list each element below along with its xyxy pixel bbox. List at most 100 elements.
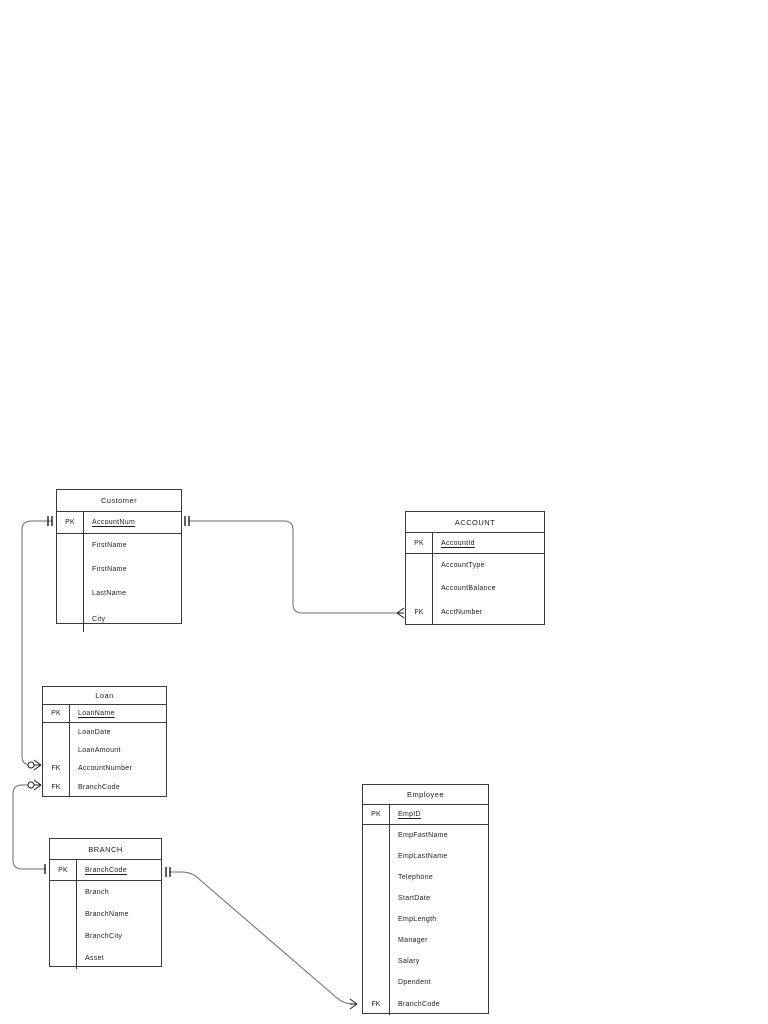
attribute-key: PK <box>414 539 424 547</box>
attribute-name: City <box>83 606 181 632</box>
attribute-row[interactable]: FirstName <box>57 534 181 557</box>
attribute-row[interactable]: City <box>57 606 181 632</box>
attribute-name-text: AcctNumber <box>441 609 483 616</box>
attribute-key: FK <box>371 1000 381 1008</box>
attribute-name-text: City <box>92 615 106 623</box>
attribute-row[interactable]: AccountBalance <box>406 576 544 600</box>
attribute-row[interactable]: EmpFastName <box>363 825 488 846</box>
attribute-row[interactable]: FirstName <box>57 557 181 581</box>
attribute-name-text: LoanAmount <box>78 746 121 754</box>
attribute-name: LoanAmount <box>69 741 166 759</box>
attribute-key: FK <box>51 784 61 791</box>
attribute-name: BranchCode <box>69 778 166 797</box>
attribute-name-text: AccountNumber <box>78 765 133 772</box>
attribute-key <box>50 881 76 903</box>
attribute-key <box>43 723 69 741</box>
attribute-row[interactable]: Salary <box>363 951 488 972</box>
attribute-row[interactable]: AccountType <box>406 554 544 576</box>
entity-title-employee: Employee <box>363 785 488 805</box>
attribute-name-text: FirstName <box>92 542 127 549</box>
attribute-row[interactable]: EmpLength <box>363 909 488 930</box>
attribute-key <box>57 581 83 606</box>
attribute-name-text: LoanName <box>78 710 115 717</box>
attribute-name: LoanName <box>69 705 166 722</box>
attribute-row[interactable]: PK AccountId <box>406 533 544 554</box>
attribute-key <box>363 825 389 846</box>
attribute-name: AccountType <box>432 554 544 576</box>
attribute-name-text: EmpFastName <box>398 832 448 839</box>
attribute-key: PK <box>65 519 75 526</box>
attribute-name-text: Manager <box>398 937 428 944</box>
attribute-name: Manager <box>389 930 488 951</box>
attribute-row[interactable]: Telephone <box>363 867 488 888</box>
attribute-name: AcctNumber <box>432 600 544 625</box>
attribute-name-text: AccountType <box>441 561 485 569</box>
attribute-name: AccountNumber <box>69 759 166 778</box>
attribute-name-text: Dpendent <box>398 979 431 986</box>
attribute-name: LastName <box>83 581 181 606</box>
attribute-row[interactable]: LoanAmount <box>43 741 166 759</box>
attribute-row[interactable]: PK AccountNum <box>57 512 181 534</box>
attribute-row[interactable]: LastName <box>57 581 181 606</box>
attribute-name: EmpLastName <box>389 846 488 867</box>
attribute-name-text: AccountId <box>441 539 475 547</box>
attribute-row[interactable]: PK LoanName <box>43 705 166 723</box>
attribute-name: BranchName <box>76 903 161 925</box>
entity-title-customer: Customer <box>57 490 181 512</box>
attribute-name-text: LastName <box>92 590 127 597</box>
attribute-name-text: BranchCode <box>85 866 127 874</box>
attribute-row[interactable]: BranchName <box>50 903 161 925</box>
attribute-name-text: BranchCode <box>78 784 120 791</box>
attribute-name: Dpendent <box>389 972 488 993</box>
attribute-row[interactable]: FK BranchCode <box>43 778 166 797</box>
attribute-name-text: BranchName <box>85 910 129 918</box>
attribute-key <box>57 534 83 557</box>
attribute-row[interactable]: EmpLastName <box>363 846 488 867</box>
attribute-row[interactable]: Manager <box>363 930 488 951</box>
attribute-name-text: Salary <box>398 958 420 965</box>
attribute-name: FirstName <box>83 557 181 581</box>
attribute-name-text: Branch <box>85 888 109 896</box>
attribute-row[interactable]: StartDate <box>363 888 488 909</box>
attribute-key: PK <box>58 866 68 874</box>
connector-branch-employee <box>165 867 358 1010</box>
attribute-name: Asset <box>76 947 161 969</box>
attribute-row[interactable]: FK BranchCode <box>363 993 488 1015</box>
attribute-name-text: Telephone <box>398 874 434 881</box>
attribute-row[interactable]: Branch <box>50 881 161 903</box>
attribute-row[interactable]: Dpendent <box>363 972 488 993</box>
attribute-key <box>406 554 432 576</box>
attribute-row[interactable]: LoanDate <box>43 723 166 741</box>
attribute-key: PK <box>51 710 61 717</box>
attribute-row[interactable]: BranchCity <box>50 925 161 947</box>
attribute-name-text: FirstName <box>92 565 127 573</box>
attribute-name: EmpFastName <box>389 825 488 846</box>
attribute-name: BranchCity <box>76 925 161 947</box>
attribute-name-text: BranchCode <box>398 1000 440 1008</box>
attribute-key <box>50 925 76 947</box>
attribute-row[interactable]: PK BranchCode <box>50 860 161 881</box>
entity-title-account: ACCOUNT <box>406 512 544 533</box>
attribute-key <box>50 903 76 925</box>
attribute-key <box>363 951 389 972</box>
attribute-name: BranchCode <box>76 860 161 880</box>
attribute-name: AccountId <box>432 533 544 553</box>
connector-customer-account <box>184 516 405 619</box>
attribute-row[interactable]: Asset <box>50 947 161 969</box>
attribute-key: PK <box>371 811 381 818</box>
attribute-name: AccountNum <box>83 512 181 533</box>
attribute-key <box>363 867 389 888</box>
attribute-name: BranchCode <box>389 993 488 1015</box>
